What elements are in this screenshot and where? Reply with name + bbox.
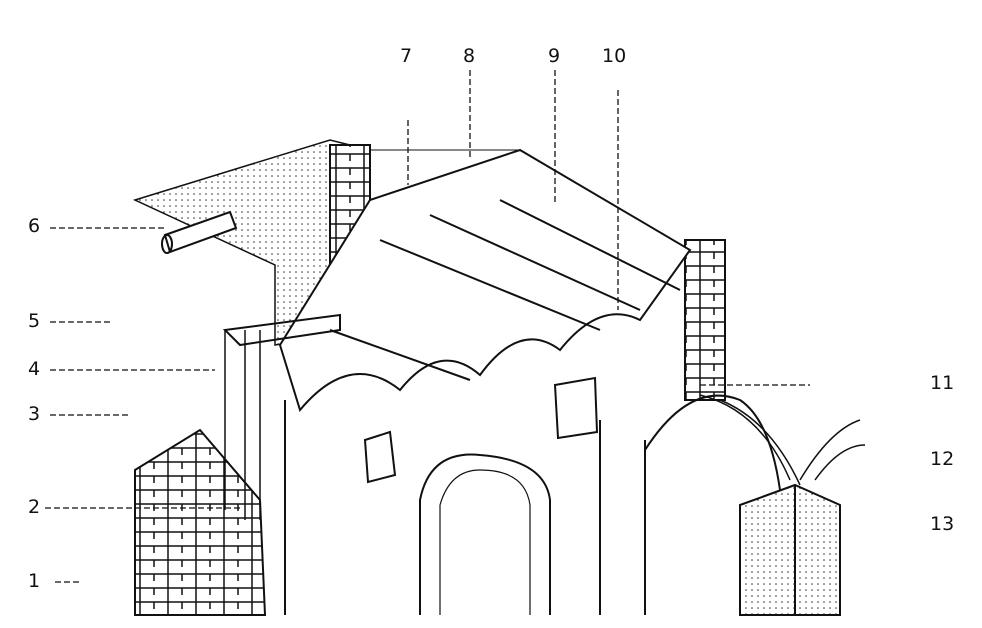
label-6: 6: [28, 215, 41, 237]
label-9: 9: [548, 45, 561, 67]
leader-lines: [45, 70, 810, 583]
label-1: 1: [28, 570, 41, 592]
label-12: 12: [930, 448, 955, 470]
label-5: 5: [28, 310, 41, 332]
label-11: 11: [930, 372, 955, 394]
label-3: 3: [28, 403, 41, 425]
vault-pipe: [699, 394, 866, 486]
label-4: 4: [28, 358, 41, 380]
label-13: 13: [930, 513, 955, 535]
label-10: 10: [602, 45, 627, 67]
right-pillar: [684, 239, 726, 401]
label-7: 7: [400, 45, 413, 67]
label-8: 8: [463, 45, 476, 67]
rod-element: [161, 210, 238, 254]
front-wall: [284, 376, 781, 615]
brick-foundation: [134, 428, 267, 616]
column-frame: [222, 313, 341, 520]
corrugated-roof: [278, 148, 692, 413]
label-2: 2: [28, 496, 41, 518]
corner-post: [739, 483, 841, 616]
